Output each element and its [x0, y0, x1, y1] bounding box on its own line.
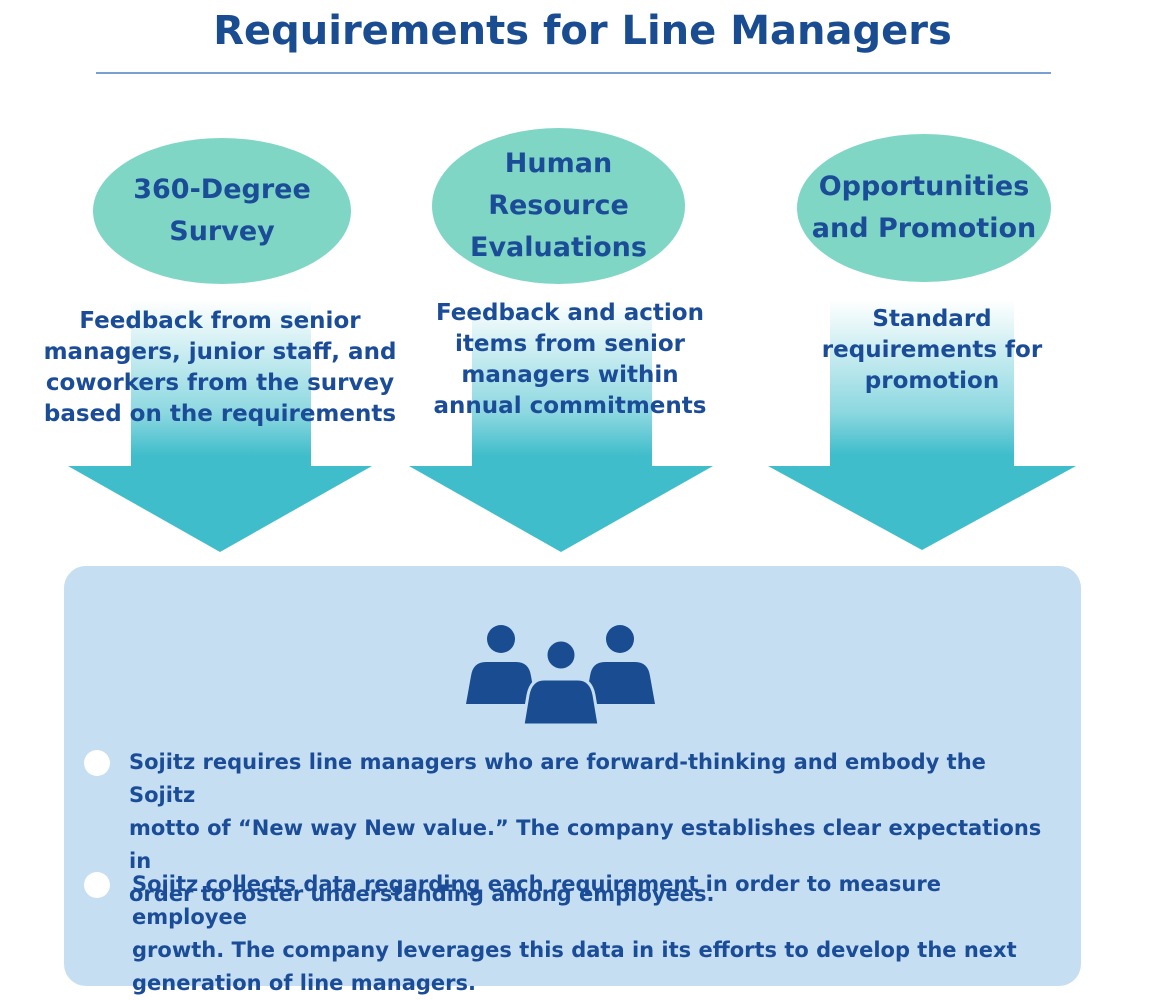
- description-line: managers within: [461, 362, 679, 388]
- description-line: items from senior: [455, 331, 685, 357]
- bullet-line: Sojitz requires line managers who are fo…: [129, 750, 986, 807]
- bullet-line: motto of “New way New value.” The compan…: [129, 816, 1042, 873]
- description-line: managers, junior staff, and: [43, 339, 397, 365]
- column-hr-evaluations: Human Resource Evaluations Feedback and …: [407, 0, 717, 560]
- title-divider: [96, 72, 1051, 74]
- description-line: Feedback from senior: [79, 308, 361, 334]
- description-hr-evaluations: Feedback and action items from senior ma…: [405, 298, 735, 422]
- bullet-line: order to foster understanding among empl…: [129, 882, 715, 906]
- bullet-line: Sojitz collects data regarding each requ…: [132, 872, 941, 929]
- bullet-text: Sojitz collects data regarding each requ…: [132, 868, 1052, 1000]
- description-line: based on the requirements: [43, 401, 397, 427]
- description-line: Feedback and action: [436, 300, 704, 326]
- heading-line: Survey: [169, 216, 275, 247]
- down-arrow-icon: [68, 300, 372, 552]
- bullet-line: generation of line managers.: [132, 971, 476, 995]
- bullet-dot-icon: [84, 750, 110, 776]
- down-arrow-icon: [409, 300, 713, 552]
- heading-line: Evaluations: [470, 232, 647, 263]
- heading-line: and Promotion: [811, 213, 1037, 244]
- column-360-survey: 360-Degree Survey Feedback from senior m…: [44, 0, 396, 560]
- description-line: annual commitments: [433, 393, 707, 419]
- summary-panel: Sojitz requires line managers who are fo…: [64, 566, 1081, 995]
- heading-line: Opportunities: [818, 171, 1030, 202]
- description-line: requirements for: [821, 337, 1043, 363]
- description-360-survey: Feedback from senior managers, junior st…: [30, 306, 410, 430]
- ellipse-opportunities-promotion: Opportunities and Promotion: [797, 134, 1051, 282]
- down-arrow-icon: [768, 300, 1076, 550]
- heading-line: Human: [504, 148, 613, 179]
- description-line: promotion: [864, 368, 1000, 394]
- column-opportunities-promotion: Opportunities and Promotion Standard req…: [766, 0, 1078, 560]
- description-line: coworkers from the survey: [45, 370, 395, 396]
- page-title: Requirements for Line Managers: [213, 8, 952, 54]
- people-group-icon: [466, 625, 655, 727]
- description-opportunities-promotion: Standard requirements for promotion: [772, 304, 1092, 397]
- bullet-line: growth. The company leverages this data …: [132, 938, 1017, 962]
- bullet-text: Sojitz requires line managers who are fo…: [129, 746, 1049, 911]
- ellipse-360-survey: 360-Degree Survey: [93, 138, 351, 284]
- heading-line: Resource: [488, 190, 629, 221]
- bullet-dot-icon: [84, 872, 110, 898]
- ellipse-hr-evaluations: Human Resource Evaluations: [432, 128, 685, 284]
- heading-line: 360-Degree: [133, 174, 311, 205]
- description-line: Standard: [872, 306, 992, 332]
